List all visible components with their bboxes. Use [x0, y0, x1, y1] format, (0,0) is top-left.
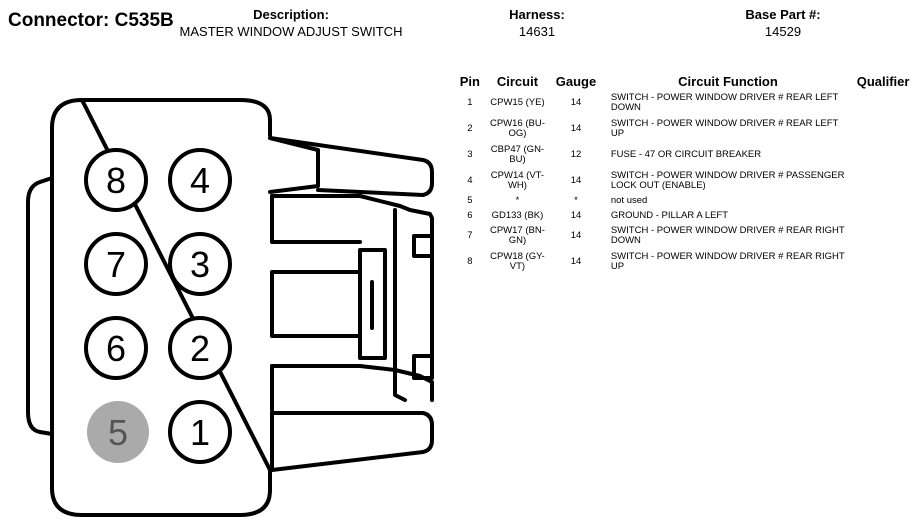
connector-face-diagram: 8 4 7 3 6 2 5 1: [26, 98, 434, 517]
table-row: 8 CPW18 (GY-VT) 14 SWITCH - POWER WINDOW…: [454, 249, 913, 275]
pin-2-number: 2: [190, 328, 210, 369]
cell-function: GROUND - PILLAR A LEFT: [610, 209, 729, 221]
cell-gauge: 14: [570, 123, 582, 134]
pin-1: 1: [168, 400, 232, 464]
harness-label: Harness:: [509, 7, 565, 22]
cell-circuit: CPW15 (YE): [490, 97, 545, 108]
cell-pin: 2: [467, 123, 473, 134]
cell-circuit: CPW18 (GY-VT): [490, 251, 545, 272]
cell-circuit: CPW16 (BU-OG): [489, 118, 545, 139]
pin-5: 5: [87, 401, 149, 463]
col-header-circuit: Circuit: [496, 73, 539, 89]
col-header-circuit-function: Circuit Function: [678, 73, 778, 89]
harness-block: Harness: 14631: [487, 7, 587, 41]
cell-gauge: 14: [570, 97, 582, 108]
pin-2: 2: [168, 316, 232, 380]
table-row: 2 CPW16 (BU-OG) 14 SWITCH - POWER WINDOW…: [454, 116, 913, 142]
cell-pin: 5: [467, 195, 473, 206]
cell-function: SWITCH - POWER WINDOW DRIVER # PASSENGER…: [610, 170, 845, 191]
cell-qualifier: [853, 208, 913, 223]
cell-gauge: 12: [570, 149, 582, 160]
pinout-header-row: Pin Circuit Gauge Circuit Function Quali…: [454, 72, 913, 90]
cell-pin: 6: [467, 209, 473, 221]
cell-qualifier: [853, 194, 913, 208]
cell-function: FUSE - 47 OR CIRCUIT BREAKER: [610, 149, 762, 160]
cell-pin: 3: [467, 149, 473, 160]
connector-title: Connector: C535B: [8, 10, 174, 31]
pin-3-circle: [168, 232, 232, 296]
pin-5-number: 5: [108, 412, 128, 453]
table-row: 7 CPW17 (BN-GN) 14 SWITCH - POWER WINDOW…: [454, 223, 913, 249]
pin-1-number: 1: [190, 412, 210, 453]
table-row: 6 GD133 (BK) 14 GROUND - PILLAR A LEFT: [454, 208, 913, 223]
base-part-label: Base Part #:: [745, 7, 821, 22]
pin-4: 4: [168, 148, 232, 212]
pin-4-circle: [168, 148, 232, 212]
pin-3-number: 3: [190, 244, 210, 285]
cell-gauge: 14: [570, 230, 582, 241]
pin-6-number: 6: [106, 328, 126, 369]
pinout-table: Pin Circuit Gauge Circuit Function Quali…: [454, 72, 913, 275]
base-part-block: Base Part #: 14529: [733, 7, 833, 41]
cell-function: not used: [610, 195, 648, 206]
cell-function: SWITCH - POWER WINDOW DRIVER # REAR LEFT…: [610, 92, 839, 113]
table-row: 1 CPW15 (YE) 14 SWITCH - POWER WINDOW DR…: [454, 90, 913, 116]
table-row: 4 CPW14 (VT-WH) 14 SWITCH - POWER WINDOW…: [454, 168, 913, 194]
cell-circuit: CPW14 (VT-WH): [490, 170, 545, 191]
pin-6-circle: [84, 316, 148, 380]
description-label: Description:: [253, 7, 329, 22]
pin-8: 8: [84, 148, 148, 212]
pin-8-number: 8: [106, 160, 126, 201]
cell-circuit: *: [515, 195, 520, 206]
pin-8-circle: [84, 148, 148, 212]
description-block: Description: MASTER WINDOW ADJUST SWITCH: [170, 7, 412, 41]
cell-pin: 1: [467, 97, 473, 108]
base-part-value: 14529: [764, 24, 802, 39]
cell-gauge: 14: [570, 209, 582, 221]
pin-7-circle: [84, 232, 148, 296]
col-header-qualifier: Qualifier: [856, 73, 910, 89]
table-row: 5 * * not used: [454, 194, 913, 208]
cell-gauge: 14: [570, 175, 582, 186]
pin-3: 3: [168, 232, 232, 296]
pin-5-circle-unused: [87, 401, 149, 463]
pin-6: 6: [84, 316, 148, 380]
pin-7: 7: [84, 232, 148, 296]
pin-7-number: 7: [106, 244, 126, 285]
col-header-pin: Pin: [459, 73, 480, 89]
cell-function: SWITCH - POWER WINDOW DRIVER # REAR RIGH…: [610, 225, 845, 246]
cell-circuit: CPW17 (BN-GN): [489, 225, 545, 246]
cell-qualifier: [853, 90, 913, 116]
cell-function: SWITCH - POWER WINDOW DRIVER # REAR LEFT…: [610, 118, 839, 139]
cell-qualifier: [853, 142, 913, 168]
table-row: 3 CBP47 (GN-BU) 12 FUSE - 47 OR CIRCUIT …: [454, 142, 913, 168]
harness-value: 14631: [518, 24, 556, 39]
cell-pin: 8: [467, 256, 473, 267]
cell-gauge: *: [574, 195, 578, 206]
cell-qualifier: [853, 168, 913, 194]
cell-pin: 7: [467, 230, 473, 241]
pin-2-circle: [168, 316, 232, 380]
cell-function: SWITCH - POWER WINDOW DRIVER # REAR RIGH…: [610, 251, 845, 272]
cell-pin: 4: [467, 175, 473, 186]
pin-4-number: 4: [190, 160, 210, 201]
pin-1-circle: [168, 400, 232, 464]
pin-grid: 8 4 7 3 6 2 5 1: [84, 148, 232, 464]
cell-qualifier: [853, 249, 913, 275]
col-header-gauge: Gauge: [555, 73, 597, 89]
cell-qualifier: [853, 116, 913, 142]
connector-housing-outline: [26, 98, 434, 517]
cell-circuit: CBP47 (GN-BU): [490, 144, 545, 165]
cell-gauge: 14: [570, 256, 582, 267]
description-value: MASTER WINDOW ADJUST SWITCH: [179, 24, 403, 39]
cell-qualifier: [853, 223, 913, 249]
cell-circuit: GD133 (BK): [491, 209, 544, 221]
